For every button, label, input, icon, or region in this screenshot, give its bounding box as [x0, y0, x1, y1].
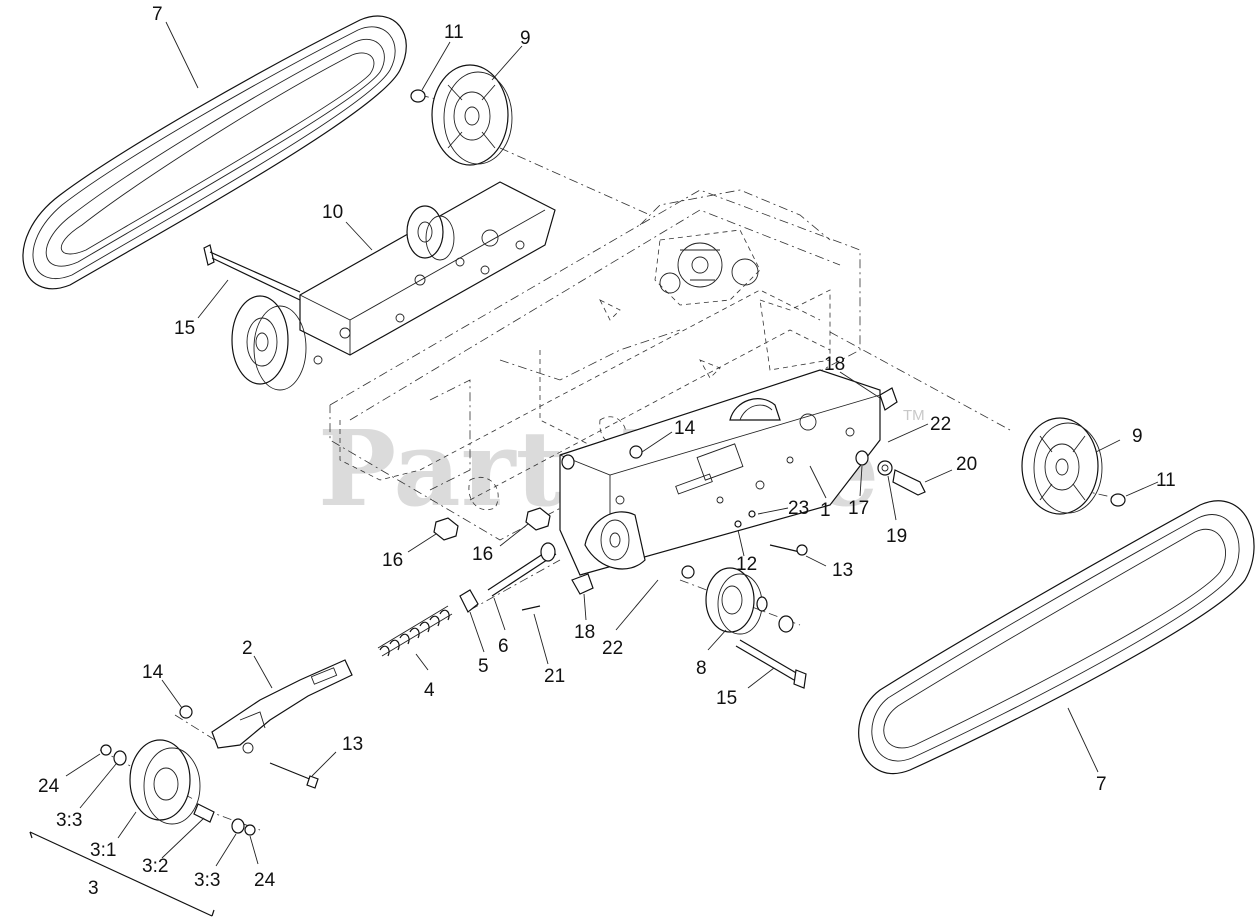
part-label: 15 [174, 318, 195, 339]
part-label: 16 [472, 544, 493, 565]
main-frame-phantom [329, 189, 861, 541]
leader-lines [65, 21, 1159, 867]
part-label: 22 [602, 638, 623, 659]
part-label: 14 [674, 418, 696, 439]
part-label: 8 [696, 658, 707, 679]
bolt-13-lower [269, 762, 319, 789]
part-label: 7 [1096, 774, 1107, 795]
upper-track-frame [299, 181, 556, 365]
part-label: 24 [254, 870, 276, 891]
part-label: 17 [848, 498, 869, 519]
bolt-13-upper [769, 544, 808, 556]
assembly-3-bracket [29, 831, 215, 917]
part-label: 12 [736, 554, 757, 575]
bolt-20 [892, 469, 926, 496]
part-label: 3:2 [142, 856, 168, 877]
part-label: 24 [38, 776, 60, 797]
pin-23 [748, 510, 756, 518]
tensioner-collar [459, 589, 479, 613]
part-label: 22 [930, 414, 951, 435]
part-label: 18 [824, 354, 845, 375]
nut-upper [410, 89, 426, 103]
track-belt-lower-right [858, 500, 1255, 775]
part-label: 2 [242, 638, 253, 659]
engine-housing-phantom [654, 229, 761, 306]
tensioner-rod [487, 542, 557, 597]
part-label: 13 [832, 560, 853, 581]
part-label: 3:1 [90, 840, 116, 861]
washer-19 [877, 460, 893, 476]
watermark-trademark: TM [903, 407, 925, 424]
idler-wheel-8 [681, 565, 794, 635]
track-belt-upper-left [22, 15, 407, 290]
part-label: 3:3 [56, 810, 82, 831]
part-label: 3:3 [194, 870, 220, 891]
part-label: 19 [886, 526, 907, 547]
part-label: 20 [956, 454, 977, 475]
nut-16-right [525, 507, 551, 531]
part-label: 21 [544, 666, 565, 687]
pin-21 [521, 605, 541, 611]
part-label: 9 [1132, 426, 1143, 447]
part-label: 23 [788, 498, 809, 519]
part-label: 1 [820, 500, 831, 521]
nut-14-upper [629, 445, 643, 459]
nut-16-top [561, 454, 575, 470]
main-frame-idler [729, 398, 781, 421]
main-frame-front-wheel [584, 511, 646, 570]
part-label: 9 [520, 28, 531, 49]
upper-idler-wheel [406, 205, 455, 261]
part-label: 16 [382, 550, 403, 571]
axle-bolt-lower [735, 639, 807, 689]
part-label: 13 [342, 734, 363, 755]
part-label: 5 [478, 656, 489, 677]
part-label: 18 [574, 622, 595, 643]
main-track-frame [559, 369, 881, 576]
nut-16-left [433, 517, 459, 541]
axle-bolt-upper [203, 244, 301, 301]
part-label: 11 [1156, 470, 1176, 491]
bracket-lower [571, 573, 594, 595]
frame-end-wheel [231, 295, 307, 391]
part-labels: 7 11 9 10 15 18 14 22 9 20 11 17 19 23 1… [38, 4, 1176, 899]
part-label: 3 [88, 878, 99, 899]
spacer-17 [855, 450, 869, 466]
part-label: 11 [444, 22, 464, 43]
bracket-upper [879, 387, 898, 411]
part-label: 7 [152, 4, 163, 25]
part-label: 6 [498, 636, 509, 657]
bogie-wheel-assembly [100, 739, 256, 836]
nut-right [1110, 493, 1126, 507]
drive-sprocket-right [1021, 417, 1103, 515]
pin-12 [734, 520, 742, 528]
nut-14-lower [179, 705, 193, 719]
drive-sprocket-upper [431, 64, 513, 166]
part-label: 14 [142, 662, 164, 683]
tension-arm [211, 659, 353, 754]
part-label: 4 [424, 680, 435, 701]
part-label: 10 [322, 202, 343, 223]
tension-spring [377, 605, 453, 657]
part-label: 15 [716, 688, 737, 709]
